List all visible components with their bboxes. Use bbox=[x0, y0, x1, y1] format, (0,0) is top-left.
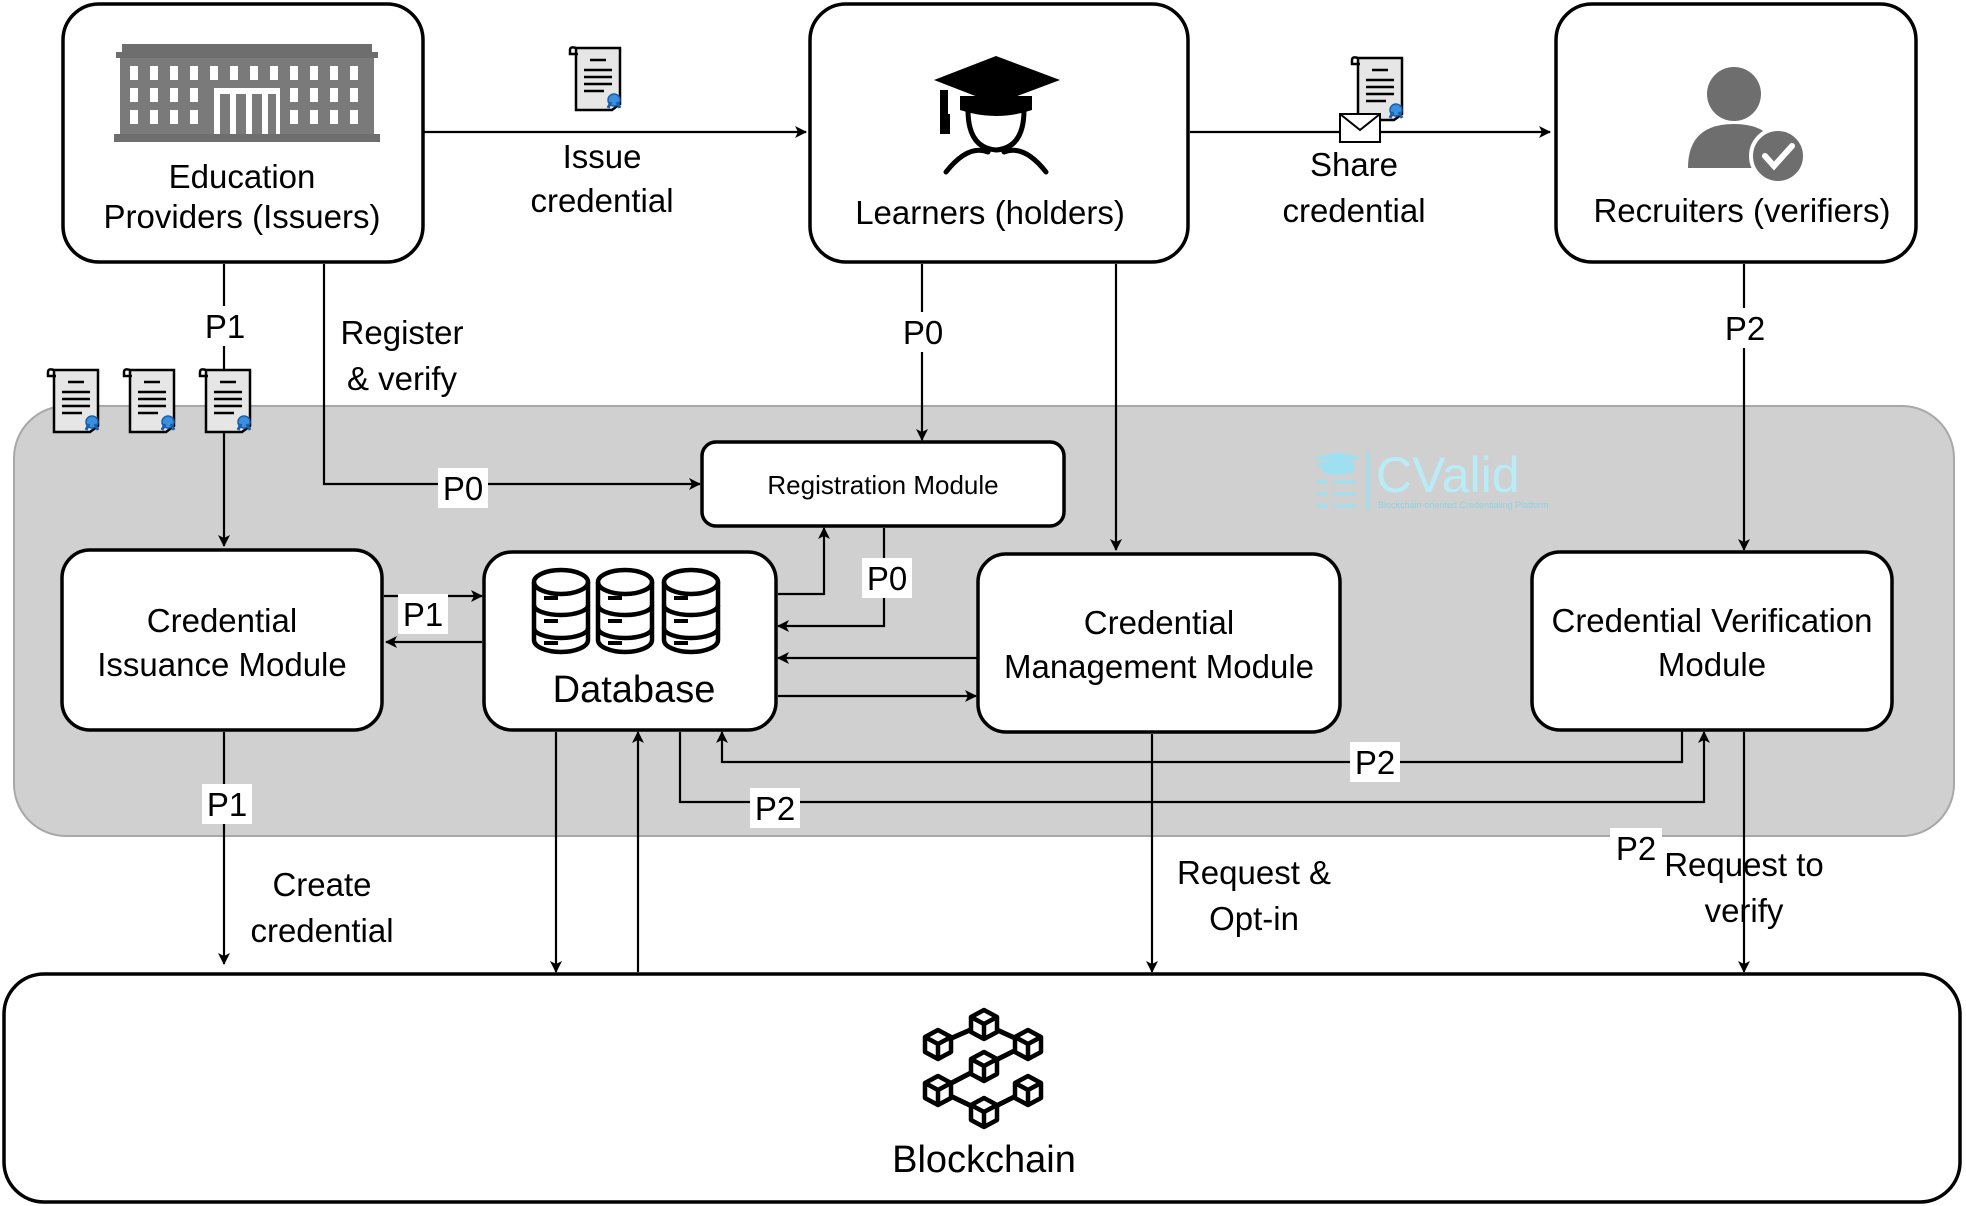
verifiers-node: Recruiters (verifiers) bbox=[1554, 2, 1918, 264]
blockchain-node: Blockchain bbox=[2, 972, 1962, 1204]
issuance-label-line1: Credential bbox=[147, 602, 297, 639]
verifiers-label: Recruiters (verifiers) bbox=[1593, 192, 1890, 229]
building-icon bbox=[114, 44, 380, 142]
request-verify-label-line1: Request to bbox=[1664, 846, 1824, 883]
path-tag: P2 bbox=[1725, 310, 1765, 347]
path-tag: P1 bbox=[205, 308, 245, 345]
graduate-icon bbox=[934, 56, 1060, 175]
certificate-icon bbox=[568, 45, 622, 112]
path-tag: P1 bbox=[207, 786, 247, 823]
registration-module: Registration Module bbox=[700, 440, 1066, 528]
issuance-label-line2: Issuance Module bbox=[97, 646, 346, 683]
share-label-line2: credential bbox=[1282, 192, 1425, 229]
user-check-icon bbox=[1688, 67, 1807, 185]
verification-to-db-arrow bbox=[716, 730, 1684, 764]
cvalid-logo: CValid Blockchain-oriented Credentialing… bbox=[1314, 447, 1549, 510]
verification-label-line1: Credential Verification bbox=[1551, 602, 1872, 639]
register-label-line2: & verify bbox=[347, 360, 458, 397]
issue-label-line2: credential bbox=[530, 182, 673, 219]
blockchain-label: Blockchain bbox=[892, 1139, 1076, 1181]
issuance-module: Credential Issuance Module bbox=[60, 548, 384, 732]
path-tag: P0 bbox=[443, 470, 483, 507]
certificate-icon bbox=[122, 367, 176, 434]
verification-module: Credential Verification Module bbox=[1530, 550, 1894, 732]
issue-label-line1: Issue bbox=[563, 138, 642, 175]
register-label-line1: Register bbox=[341, 314, 464, 351]
blockchain-icon bbox=[925, 1010, 1041, 1127]
db-to-registration-arrow bbox=[778, 527, 830, 596]
holders-label: Learners (holders) bbox=[855, 194, 1125, 231]
management-label-line2: Management Module bbox=[1004, 648, 1314, 685]
management-module: Credential Management Module bbox=[976, 552, 1342, 734]
issuers-label-line1: Education bbox=[169, 158, 316, 195]
register-verify-arrow bbox=[322, 264, 701, 490]
certificate-icon bbox=[46, 367, 100, 434]
db-to-verification-arrow bbox=[678, 731, 1710, 804]
path-tags: P1 P0 P2 P0 P0 P1 P1 P2 P2 P2 bbox=[200, 306, 1770, 868]
holders-node: Learners (holders) bbox=[808, 2, 1190, 264]
issuers-node: Education Providers (Issuers) bbox=[61, 2, 425, 264]
management-label-line1: Credential bbox=[1084, 604, 1234, 641]
request-optin-label-line2: Opt-in bbox=[1209, 900, 1299, 937]
path-tag: P0 bbox=[867, 560, 907, 597]
database-label: Database bbox=[553, 669, 716, 711]
logo-text: CValid bbox=[1376, 447, 1520, 503]
share-label-line1: Share bbox=[1310, 146, 1398, 183]
envelope-icon bbox=[1339, 113, 1381, 143]
path-tag: P0 bbox=[903, 314, 943, 351]
verification-label-line2: Module bbox=[1658, 646, 1766, 683]
certificate-icon bbox=[1350, 55, 1404, 122]
database-icon bbox=[534, 570, 718, 652]
logo-tagline: Blockchain-oriented Credentialing Platfo… bbox=[1378, 500, 1549, 510]
database-module: Database bbox=[482, 550, 778, 732]
path-tag: P2 bbox=[755, 790, 795, 827]
issuers-label-line2: Providers (Issuers) bbox=[104, 198, 381, 235]
request-verify-label-line2: verify bbox=[1705, 892, 1784, 929]
create-label-line2: credential bbox=[250, 912, 393, 949]
certificate-icon bbox=[198, 367, 252, 434]
create-label-line1: Create bbox=[272, 866, 371, 903]
path-tag: P2 bbox=[1616, 830, 1656, 867]
path-tag: P2 bbox=[1355, 744, 1395, 781]
registration-label: Registration Module bbox=[767, 470, 998, 500]
path-tag: P1 bbox=[403, 596, 443, 633]
request-optin-label-line1: Request & bbox=[1177, 854, 1331, 891]
